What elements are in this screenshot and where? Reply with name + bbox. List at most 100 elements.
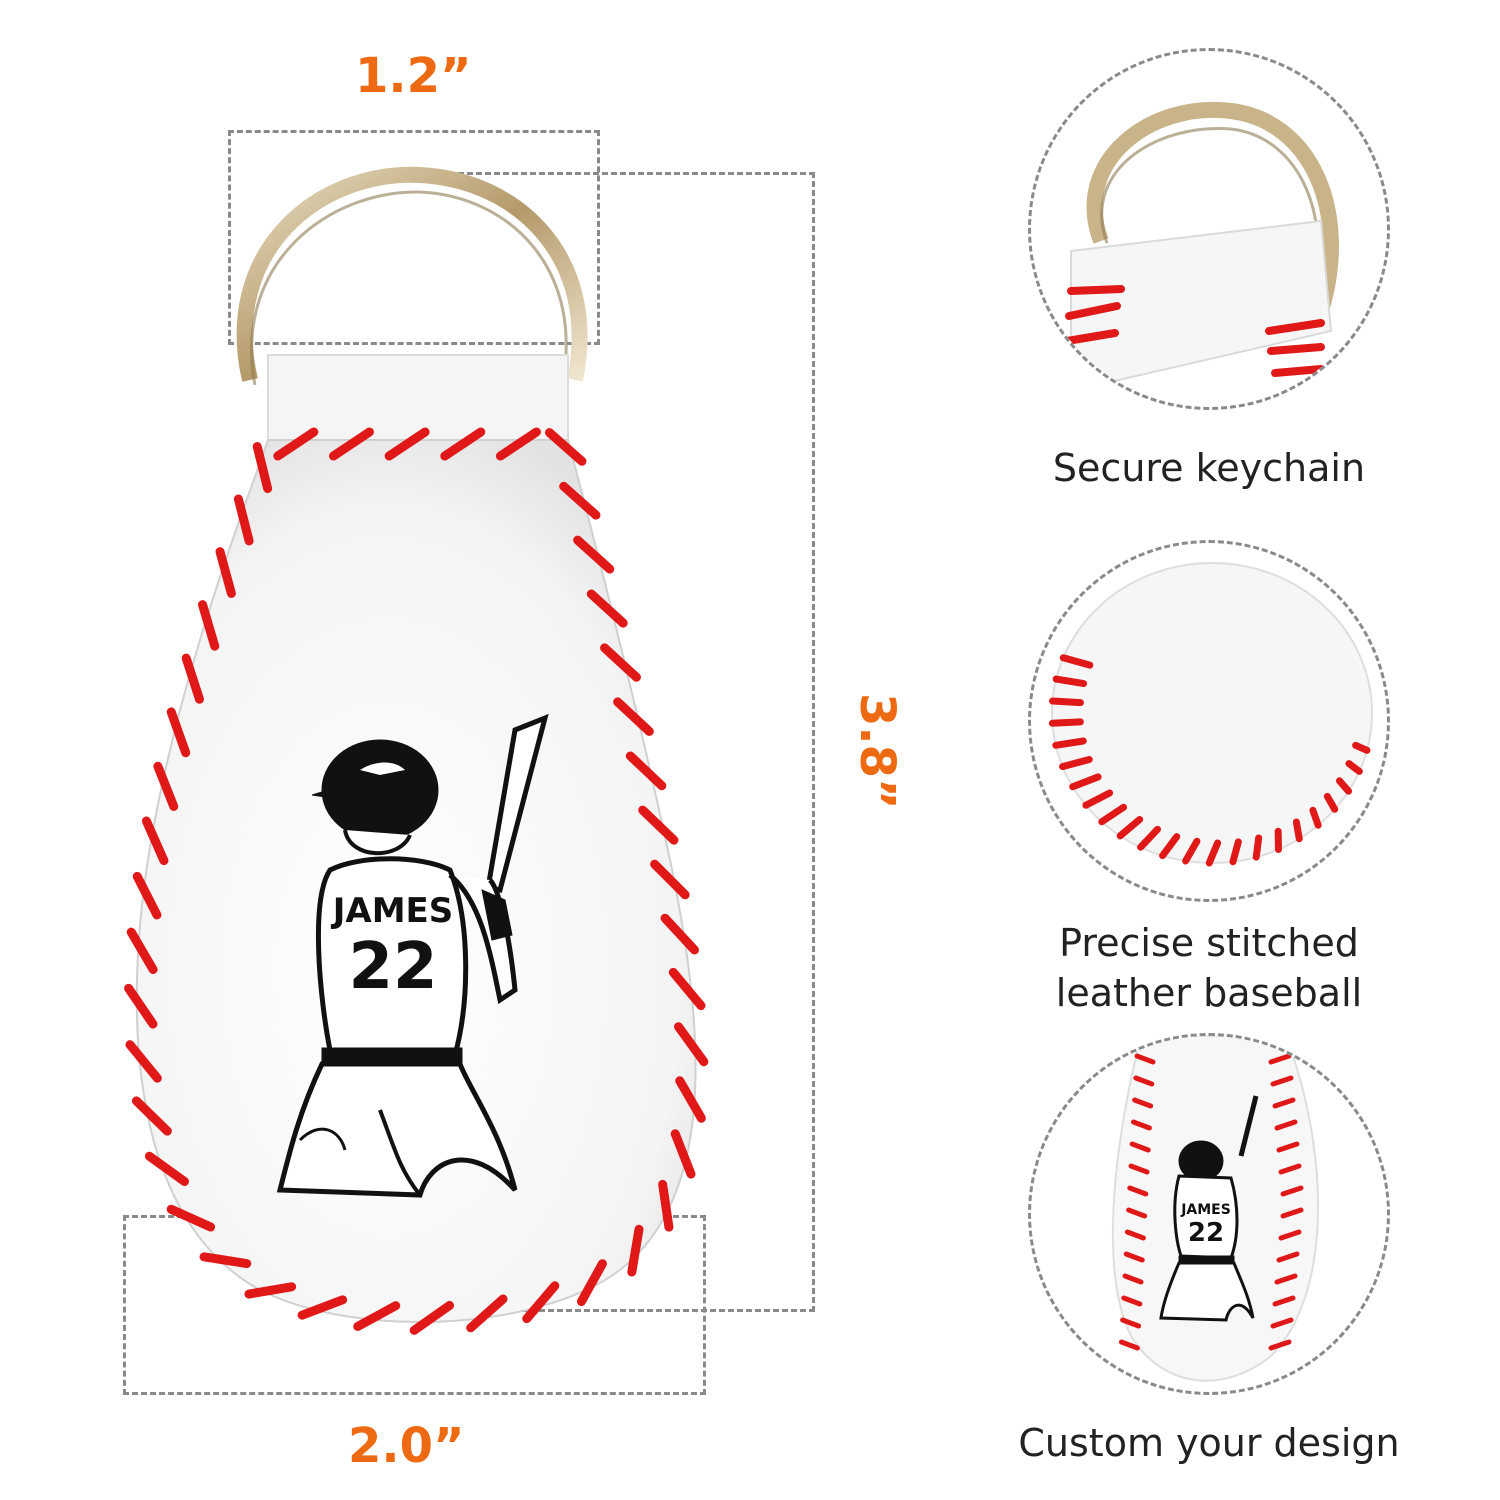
stitch <box>650 859 690 900</box>
stitch <box>297 1295 348 1320</box>
key-ring-icon <box>236 166 588 386</box>
stitch <box>1059 654 1094 669</box>
stitch <box>1134 1053 1156 1065</box>
stitch <box>668 967 706 1011</box>
stitch <box>1120 1317 1142 1329</box>
stitch <box>125 1040 162 1083</box>
stitch <box>1124 1229 1146 1241</box>
stitch <box>409 1300 455 1335</box>
stitch <box>1133 1075 1155 1087</box>
stitch <box>675 1076 706 1123</box>
stitch <box>440 427 486 461</box>
stitch <box>1268 1053 1292 1065</box>
stitch <box>1182 837 1201 865</box>
stitch <box>625 751 667 791</box>
stitch <box>131 1096 172 1136</box>
stitch <box>328 427 374 461</box>
stitch <box>1118 1339 1140 1351</box>
stitch <box>1278 1229 1302 1241</box>
feature-caption-design: Custom your design <box>1018 1421 1400 1465</box>
stitch <box>1052 675 1088 688</box>
stitch <box>1270 1317 1294 1329</box>
stitch <box>166 707 191 758</box>
svg-text:22: 22 <box>1188 1218 1224 1248</box>
stitch <box>613 697 654 736</box>
stitch <box>1323 792 1339 813</box>
stitch <box>124 983 158 1029</box>
stitch <box>544 428 587 466</box>
stitch <box>600 643 641 682</box>
stitch <box>1159 833 1181 860</box>
stitch <box>1278 1163 1302 1175</box>
jersey-number-text: 22 <box>348 930 437 1004</box>
stitch <box>1274 1273 1298 1285</box>
stitch <box>627 1224 644 1277</box>
stitch <box>1252 834 1263 861</box>
stitch <box>1126 1207 1148 1219</box>
stitch <box>522 1281 560 1324</box>
stitch <box>252 442 273 494</box>
stitch <box>215 547 236 598</box>
stitch <box>126 927 158 975</box>
stitch <box>1059 755 1093 771</box>
stitch <box>1229 838 1242 866</box>
stitch <box>198 600 220 651</box>
stitch <box>353 1301 401 1331</box>
width-dimension-label: 1.2” <box>355 48 472 104</box>
stitch <box>1270 1075 1294 1087</box>
batter-illustration <box>276 713 549 1198</box>
stitch <box>144 1151 190 1187</box>
stitch <box>466 1294 508 1333</box>
stitch <box>1132 1097 1154 1109</box>
stitch <box>1272 1295 1296 1307</box>
stitches <box>124 427 709 1335</box>
stitch <box>1276 1141 1300 1153</box>
stitch <box>1122 1273 1144 1285</box>
svg-text:JAMES: JAMES <box>1180 1202 1231 1218</box>
stitch <box>573 535 615 574</box>
stitch <box>1205 839 1222 867</box>
stitch <box>384 427 430 461</box>
jersey-name-text: JAMES <box>331 891 454 931</box>
stitch <box>1272 1097 1296 1109</box>
keyring-detail-circle <box>1028 48 1390 410</box>
stitch <box>1127 1185 1149 1197</box>
stitching-detail-icon <box>1048 562 1373 867</box>
stitch <box>1280 1185 1304 1197</box>
design-detail-circle: JAMES 22 <box>1028 1033 1390 1395</box>
stitch <box>141 816 169 866</box>
height-measure-box <box>458 172 815 1312</box>
stitch <box>244 1282 297 1299</box>
stitch <box>638 805 679 845</box>
width-measure-box <box>228 130 600 345</box>
stitch <box>1292 818 1303 843</box>
stitch <box>1274 1119 1298 1131</box>
stitch <box>1137 825 1162 851</box>
stitch <box>1309 806 1322 829</box>
stitch <box>233 494 254 546</box>
stitch <box>1098 803 1128 826</box>
feature-caption-stitching-line2: leather baseball <box>1055 971 1363 1015</box>
stitch <box>658 1179 674 1232</box>
stitch <box>674 1022 709 1067</box>
stitch <box>586 589 628 628</box>
stitch <box>1049 697 1084 707</box>
stitch <box>1280 1207 1304 1219</box>
bottom-width-dimension-label: 2.0” <box>348 1418 465 1474</box>
stitch <box>1335 777 1353 795</box>
keyring-detail-icon <box>1063 101 1339 393</box>
stitch <box>1276 1251 1300 1263</box>
stitch <box>199 1252 252 1269</box>
stitch <box>1082 789 1114 809</box>
stitch <box>495 427 541 461</box>
stitch <box>1129 1141 1151 1153</box>
stitch <box>1121 1295 1143 1307</box>
stitch <box>1345 760 1363 775</box>
feature-caption-keychain: Secure keychain <box>1052 446 1366 490</box>
stitch <box>1268 1339 1292 1351</box>
stitch <box>181 653 204 704</box>
stitch <box>153 761 179 811</box>
stitch <box>1116 815 1144 840</box>
stitch <box>559 481 601 520</box>
stitch <box>1123 1251 1145 1263</box>
